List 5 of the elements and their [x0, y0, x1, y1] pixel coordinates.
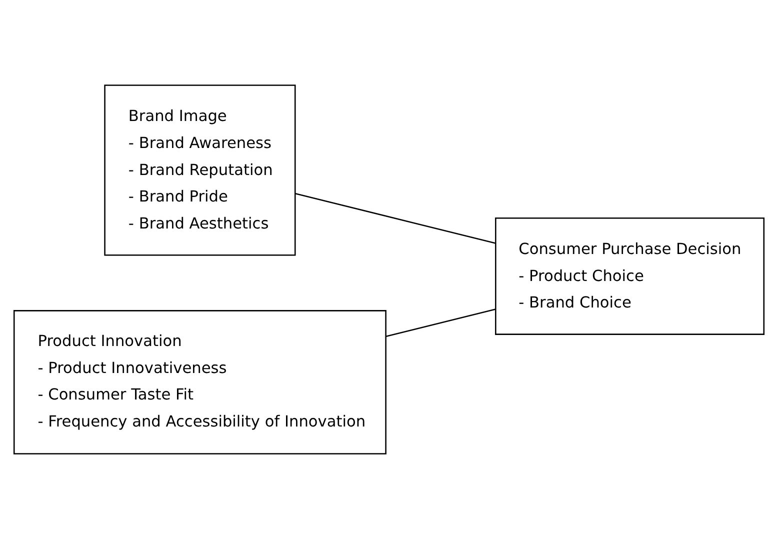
- connector: [386, 308, 496, 337]
- node-box: Brand Image - Brand Awareness - Brand Reputation - Brand Pride - Brand Aesthetics: [104, 84, 296, 256]
- node-box: Product Innovation - Product Innovativeness - Consumer Taste Fit - Frequency and Accessibility of Innovation: [12, 310, 386, 454]
- node-box: Consumer Purchase Decision - Product Choice - Brand Choice: [494, 217, 764, 335]
- connector: [294, 192, 496, 244]
